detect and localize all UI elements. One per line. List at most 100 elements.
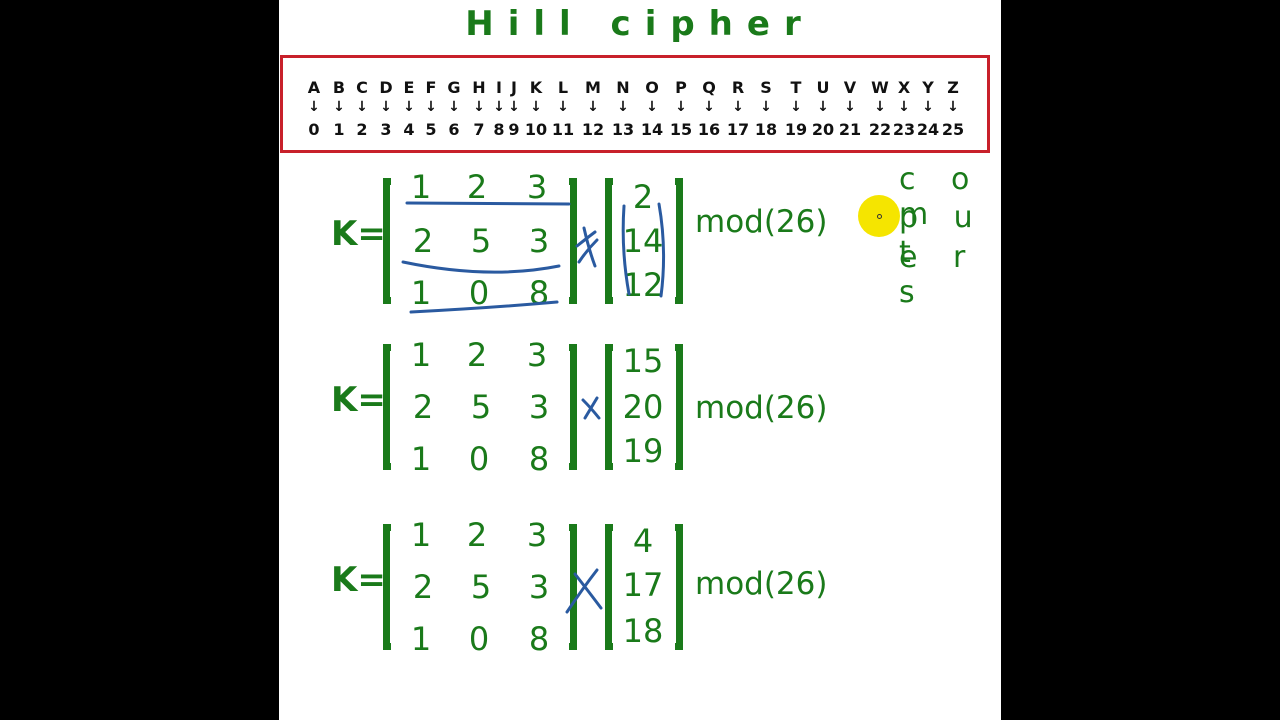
down-arrow-icon: ↓: [947, 99, 959, 115]
vector-cell: 2: [632, 178, 654, 216]
matrix-cell: 2: [466, 168, 488, 206]
matrix-cell: 0: [468, 440, 490, 478]
down-arrow-icon: ↓: [473, 99, 485, 115]
multiply-mark: [575, 226, 599, 268]
down-arrow-icon: ↓: [380, 99, 392, 115]
down-arrow-icon: ↓: [817, 99, 829, 115]
alphabet-letter: D: [379, 78, 393, 97]
down-arrow-icon: ↓: [760, 99, 772, 115]
down-arrow-icon: ↓: [844, 99, 856, 115]
alphabet-number: 12: [581, 120, 605, 139]
alphabet-column: N↓13: [609, 58, 637, 150]
down-arrow-icon: ↓: [898, 99, 910, 115]
alphabet-letter: N: [616, 78, 630, 97]
alphabet-letter: C: [356, 78, 368, 97]
alphabet-column: D↓3: [372, 58, 400, 150]
alphabet-letter: M: [585, 78, 601, 97]
vector-cell: 4: [632, 522, 654, 560]
alphabet-letter: L: [557, 78, 569, 97]
down-arrow-icon: ↓: [790, 99, 802, 115]
down-arrow-icon: ↓: [493, 99, 505, 115]
matrix-bracket-right: [569, 524, 577, 650]
alphabet-number: 2: [356, 120, 368, 139]
alphabet-number: 18: [754, 120, 778, 139]
key-label-2: K=: [331, 380, 386, 420]
vector-cell: 18: [622, 612, 664, 650]
alphabet-letter: R: [731, 78, 745, 97]
matrix-cell: 1: [410, 620, 432, 658]
alphabet-column: F↓5: [417, 58, 445, 150]
matrix-cell: 1: [410, 336, 432, 374]
alphabet-column: J↓9: [500, 58, 528, 150]
matrix-cell: 5: [470, 568, 492, 606]
alphabet-column: V↓21: [836, 58, 864, 150]
alphabet-column: U ↓ 20: [809, 58, 837, 150]
matrix-cell: 0: [468, 274, 490, 312]
alphabet-number: 10: [524, 120, 548, 139]
matrix-cell: 2: [412, 222, 434, 260]
multiply-mark: [565, 568, 603, 614]
alphabet-column: S ↓ 18: [752, 58, 780, 150]
alphabet-column: I ↓ 8: [485, 58, 513, 150]
matrix-cell: 1: [410, 440, 432, 478]
matrix-cell: 3: [528, 388, 550, 426]
alphabet-number: 20: [811, 120, 835, 139]
alphabet-number: 6: [448, 120, 460, 139]
alphabet-column: P ↓ 15: [667, 58, 695, 150]
alphabet-letter: W: [871, 78, 889, 97]
alphabet-letter: G: [447, 78, 461, 97]
alphabet-number: 25: [941, 120, 965, 139]
vector-bracket-right: [675, 178, 683, 304]
alphabet-number: 8: [493, 120, 505, 139]
down-arrow-icon: ↓: [646, 99, 658, 115]
alphabet-number: 5: [425, 120, 437, 139]
matrix-cell: 2: [412, 388, 434, 426]
alphabet-letter: Y: [922, 78, 934, 97]
matrix-bracket-right: [569, 178, 577, 304]
key-label-1: K=: [331, 214, 386, 254]
down-arrow-icon: ↓: [403, 99, 415, 115]
down-arrow-icon: ↓: [557, 99, 569, 115]
alphabet-letter: Z: [947, 78, 959, 97]
alphabet-column: C↓2: [348, 58, 376, 150]
alphabet-number: 1: [333, 120, 345, 139]
alphabet-number: 23: [892, 120, 916, 139]
alphabet-column: L ↓ 11: [549, 58, 577, 150]
alphabet-column: T↓19: [782, 58, 810, 150]
alphabet-number: 0: [308, 120, 320, 139]
alphabet-number: 11: [551, 120, 575, 139]
alphabet-letter: U: [816, 78, 830, 97]
alphabet-letter: P: [675, 78, 687, 97]
alphabet-number: 15: [669, 120, 693, 139]
matrix-cell: 2: [412, 568, 434, 606]
alphabet-letter: I: [496, 78, 502, 97]
alphabet-column: M ↓ 12: [579, 58, 607, 150]
down-arrow-icon: ↓: [587, 99, 599, 115]
down-arrow-icon: ↓: [922, 99, 934, 115]
matrix-cell: 8: [528, 440, 550, 478]
alphabet-letter: B: [332, 78, 346, 97]
down-arrow-icon: ↓: [530, 99, 542, 115]
alphabet-letter: T: [790, 78, 802, 97]
matrix-cell: 0: [468, 620, 490, 658]
alphabet-column: Z ↓ 25: [939, 58, 967, 150]
multiply-mark: [581, 396, 601, 420]
alphabet-number: 13: [611, 120, 635, 139]
alphabet-column: R↓17: [724, 58, 752, 150]
alphabet-letter: S: [760, 78, 772, 97]
side-word-line: c o m: [899, 162, 983, 232]
down-arrow-icon: ↓: [675, 99, 687, 115]
vector-cell: 17: [622, 566, 664, 604]
slide-title: Hill cipher: [465, 4, 815, 44]
vector-stroke: [621, 204, 631, 296]
matrix-cell: 3: [528, 222, 550, 260]
mod-label: mod(26): [695, 566, 828, 602]
matrix-cell: 8: [528, 620, 550, 658]
matrix-cell: 2: [466, 516, 488, 554]
matrix-cell: 3: [526, 168, 548, 206]
vector-cell: 19: [622, 432, 664, 470]
alphabet-number: 16: [697, 120, 721, 139]
alphabet-letter: E: [403, 78, 415, 97]
matrix-bracket-left: [383, 524, 391, 650]
